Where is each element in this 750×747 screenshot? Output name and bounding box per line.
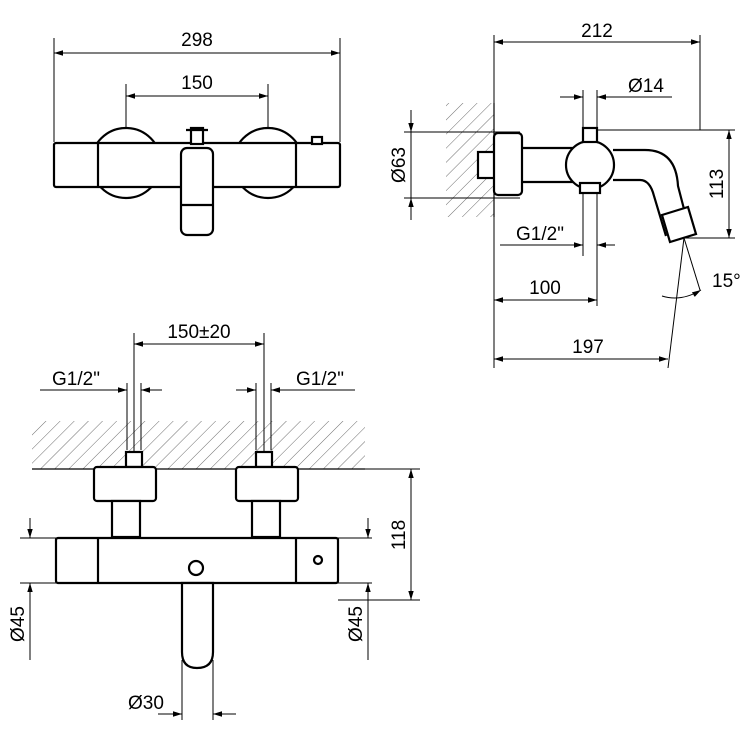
dim-spout-dia: Ø30 [128,693,164,714]
dim-spout-reach: 197 [572,337,604,358]
dim-thread-left: G1/2" [52,369,100,390]
dim-projection: 212 [581,21,613,42]
dim-dia-left: Ø45 [8,606,29,642]
front-spout [179,146,215,237]
bottom-spout [180,581,215,670]
dim-handle-spacing: 150 [181,73,213,94]
front-view: 298 150 [52,30,342,237]
wall-section-bottom [32,421,365,469]
side-body [492,131,524,197]
side-view: 212 Ø14 Ø63 113 G1/2" 100 197 15° [389,21,741,369]
dim-dia-right: Ø45 [346,606,367,642]
dim-nipple-dia: Ø14 [628,76,664,97]
side-spout [613,148,693,237]
dim-body-dia: Ø63 [389,147,410,183]
dim-overall-width: 298 [181,30,213,51]
inlet-nut-left [92,465,158,503]
dim-thread-right: G1/2" [296,369,344,390]
dim-inlet-distance: 100 [529,278,561,299]
side-mixer-ball [564,139,616,191]
dim-spout-angle: 15° [712,271,741,292]
dim-centers: 150±20 [167,322,230,343]
bottom-view: 150±20 G1/2" G1/2" 118 Ø45 Ø45 Ø30 [8,322,420,720]
inlet-nut-right [234,465,300,503]
dim-depth: 118 [389,520,410,550]
dim-thread: G1/2" [516,224,564,245]
dim-height: 113 [707,169,728,199]
